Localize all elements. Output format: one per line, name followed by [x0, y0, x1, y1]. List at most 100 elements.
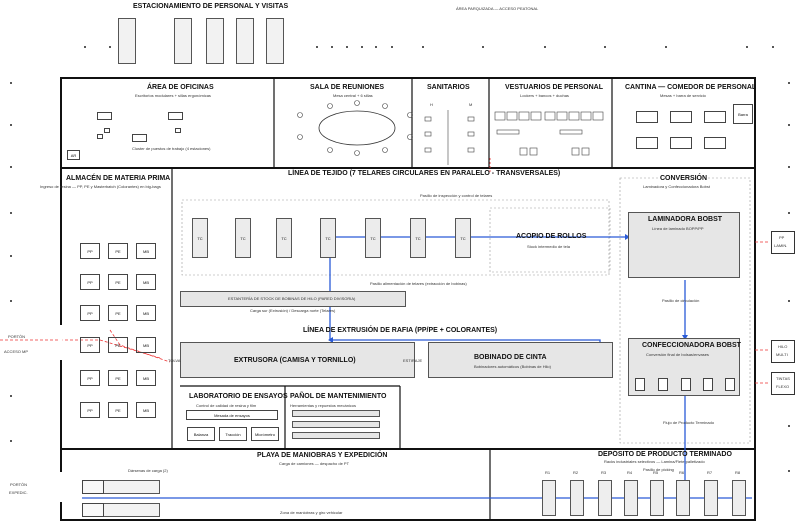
sanitary-title: SANITARIOS — [427, 84, 470, 91]
winder-box — [428, 342, 613, 378]
tree-dot — [391, 46, 393, 48]
depot-title: DEPÓSITO DE PRODUCTO TERMINADO — [598, 451, 732, 458]
rack-label: R4 — [627, 470, 633, 475]
loom: TC — [365, 218, 381, 258]
conf-unit — [635, 378, 645, 391]
raw-bin: PE — [108, 243, 128, 259]
raw-bin: PP — [80, 402, 100, 418]
shelf-label: ESTANTERÍA DE STOCK DE BOBINAS DE HILO (… — [228, 296, 356, 301]
laminadora-box — [628, 212, 740, 278]
shelf-bar — [180, 291, 406, 307]
bar-counter: Barra — [733, 104, 753, 124]
depot-aisle: Pasillo de picking — [643, 467, 674, 472]
rack — [542, 480, 556, 516]
meeting-subtitle: Mesa central + 6 sillas — [333, 93, 373, 98]
table — [704, 111, 726, 123]
gate2-label: PORTÓN — [10, 482, 28, 487]
parking-slot — [174, 18, 192, 64]
side-tintas — [771, 372, 795, 395]
estiraje-label: ESTIRAJE — [403, 358, 423, 363]
raw-title: ALMACÉN DE MATERIA PRIMA — [66, 175, 171, 182]
tree-dot — [788, 300, 790, 302]
flow-label: Flujo de Producto Terminado — [663, 420, 715, 425]
parking-slot — [266, 18, 284, 64]
side-tintas-2: FLEXO — [776, 384, 790, 389]
raw-bin: PE — [108, 402, 128, 418]
rack — [676, 480, 690, 516]
ar-box: AR — [67, 150, 80, 160]
tree-dot — [788, 166, 790, 168]
tree-dot — [772, 46, 774, 48]
acopio-subtitle: Stock intermedio de tela — [527, 244, 570, 249]
table — [670, 111, 692, 123]
loom: TC — [192, 218, 208, 258]
tree-dot — [10, 212, 12, 214]
raw-bin: MB — [136, 243, 156, 259]
rack — [598, 480, 612, 516]
raw-subtitle: Ingreso de resina — PP, PE y Masterbatch… — [40, 184, 161, 189]
lab-subtitle: Control de calidad de resina y film — [196, 403, 257, 408]
acopio-title: ACOPIO DE ROLLOS — [516, 233, 587, 240]
loom: TC — [410, 218, 426, 258]
raw-bin: PP — [80, 243, 100, 259]
yard-title: PLAYA DE MANIOBRAS Y EXPEDICIÓN — [257, 452, 388, 459]
lockers-subtitle: Lockers + bancos + duchas — [520, 93, 569, 98]
raw-bin: PE — [108, 274, 128, 290]
tree-dot — [10, 395, 12, 397]
offices-subtitle: Escritorios modulares + sillas ergonómic… — [135, 93, 211, 98]
loom: TC — [320, 218, 336, 258]
parking-slot — [118, 18, 136, 64]
rack-label: R3 — [601, 470, 607, 475]
side-pp-2: LAMIN. — [774, 243, 788, 248]
rack — [570, 480, 584, 516]
tree-dot — [10, 300, 12, 302]
tree-dot — [346, 46, 348, 48]
desk — [132, 134, 147, 142]
rack — [732, 480, 746, 516]
weaving-title: LÍNEA DE TEJIDO (7 TELARES CIRCULARES EN… — [288, 170, 561, 177]
truck-cab — [82, 480, 104, 494]
conf-unit — [658, 378, 668, 391]
rack-label: R2 — [573, 470, 579, 475]
tree-dot — [109, 46, 111, 48]
tree-dot — [84, 46, 86, 48]
raw-bin: PE — [108, 305, 128, 321]
side-hilo-1: HILO — [778, 344, 788, 349]
maint-shelf — [292, 432, 380, 439]
raw-bin: MB — [136, 402, 156, 418]
tree-dot — [544, 46, 546, 48]
loom: TC — [235, 218, 251, 258]
gate2-sub: EXPEDIC. — [9, 490, 28, 495]
gate1-label: PORTÓN — [8, 334, 26, 339]
tree-dot — [10, 82, 12, 84]
offices-title: ÁREA DE OFICINAS — [147, 84, 214, 91]
confeccionadora-title: CONFECCIONADORA BOBST — [642, 342, 741, 349]
tree-dot — [788, 124, 790, 126]
conf-unit — [681, 378, 691, 391]
raw-bin: PP — [80, 305, 100, 321]
desk — [97, 112, 112, 120]
winder-subtitle: Bobinadores automáticos (Bobinas de Hilo… — [474, 364, 551, 369]
tree-dot — [10, 440, 12, 442]
maint-shelf — [292, 410, 380, 417]
loom: TC — [455, 218, 471, 258]
canteen-subtitle: Mesas + barra de servicio — [660, 93, 706, 98]
laminadora-subtitle: Línea de laminado BOPP/PP — [652, 226, 704, 231]
maint-shelf — [292, 421, 380, 428]
loom: TC — [276, 218, 292, 258]
table — [670, 137, 692, 149]
raw-bin: PP — [80, 337, 100, 353]
rack-label: R7 — [707, 470, 713, 475]
lab-traction: Tracción — [219, 427, 247, 441]
laminadora-title: LAMINADORA BOBST — [648, 216, 723, 223]
gate1-sub: ACCESO MP — [4, 349, 29, 354]
side-pp-1: PP — [779, 235, 785, 240]
lockers-title: VESTUARIOS DE PERSONAL — [505, 84, 604, 91]
raw-bin: PP — [80, 370, 100, 386]
raw-bin: PP — [80, 274, 100, 290]
tree-dot — [331, 46, 333, 48]
tree-dot — [788, 212, 790, 214]
rack-label: R1 — [545, 470, 551, 475]
side-hilo-2: MULTI — [776, 352, 788, 357]
